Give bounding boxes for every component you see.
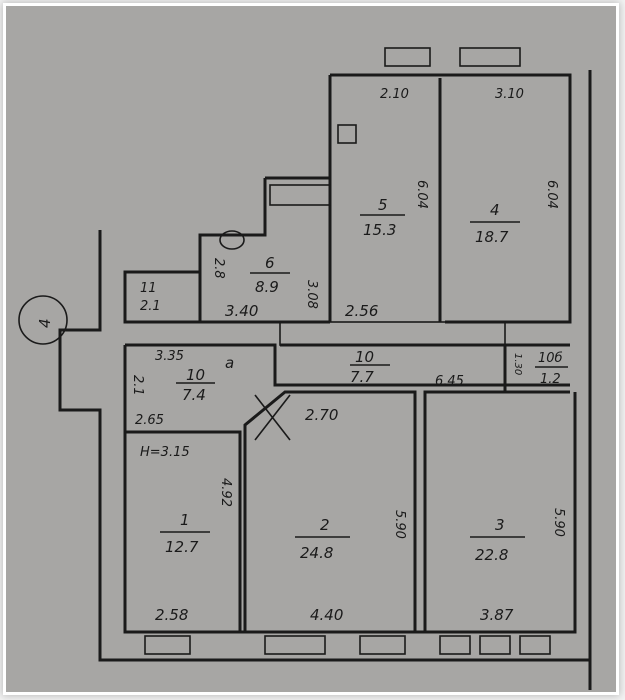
room-10a-number: 10	[186, 366, 205, 384]
room-11-number: 11	[140, 281, 157, 296]
dim-r5-side: 6.04	[414, 180, 429, 209]
dim-r5-top: 2.10	[380, 87, 409, 102]
room-10-area: 7.7	[350, 368, 374, 386]
dim-r6-bottom: 3.40	[225, 302, 258, 320]
room-labels: 1 12.7 2 24.8 3 22.8 4 18.7 5 15.3 6 8.9…	[140, 196, 568, 564]
dim-r6-left: 2.8	[211, 258, 226, 279]
dim-r2-top: 2.70	[305, 406, 338, 424]
room-4-area: 18.7	[475, 228, 509, 246]
room-1-area: 12.7	[165, 538, 199, 556]
room-5-area: 15.3	[363, 221, 396, 239]
floor-plan-sheet	[6, 6, 616, 692]
dim-r10a-bottom: 2.65	[135, 413, 164, 428]
room-10a-area: 7.4	[182, 386, 206, 404]
dim-r6-side: 3.08	[304, 280, 319, 309]
dimension-labels: 2.10 3.10 6.04 6.04 2.56 3.40 3.08 2.8 3…	[130, 87, 566, 624]
dim-r4-side: 6.04	[544, 180, 559, 209]
dim-r3-side: 5.90	[551, 508, 566, 537]
room-2-area: 24.8	[300, 544, 333, 562]
dim-r1-side: 4.92	[218, 478, 233, 507]
fixtures	[219, 124, 357, 441]
section-marker	[18, 295, 68, 345]
dim-corridor: 6.45	[435, 374, 464, 389]
room-4-number: 4	[490, 201, 500, 219]
room-1-number: 1	[180, 511, 190, 529]
room-10a-suffix: a	[225, 354, 234, 372]
dim-r3-bottom: 3.87	[480, 606, 514, 624]
room-11-area: 2.1	[140, 299, 161, 314]
dim-r2-bottom: 4.40	[310, 606, 343, 624]
room-2-number: 2	[320, 516, 330, 534]
section-number: 4	[36, 318, 54, 328]
dim-r10a-top: 3.35	[155, 349, 184, 364]
room-5-number: 5	[378, 196, 388, 214]
room-3-number: 3	[495, 516, 505, 534]
dim-r10b-side: 1.30	[512, 353, 523, 375]
dim-r5-bottom: 2.56	[345, 302, 378, 320]
dim-r10a-side: 2.1	[130, 375, 145, 396]
room-10b-area: 1.2	[540, 372, 561, 387]
room-10b-number: 10б	[538, 351, 563, 366]
room-6-area: 8.9	[255, 278, 279, 296]
windows	[144, 47, 551, 655]
dim-r4-top: 3.10	[495, 87, 524, 102]
room-10-number: 10	[355, 348, 374, 366]
dim-r1-bottom: 2.58	[155, 606, 188, 624]
ceiling-height: H=3.15	[140, 445, 190, 460]
dim-r2-side: 5.90	[392, 510, 407, 539]
room-3-area: 22.8	[475, 546, 508, 564]
room-6-number: 6	[265, 254, 275, 272]
